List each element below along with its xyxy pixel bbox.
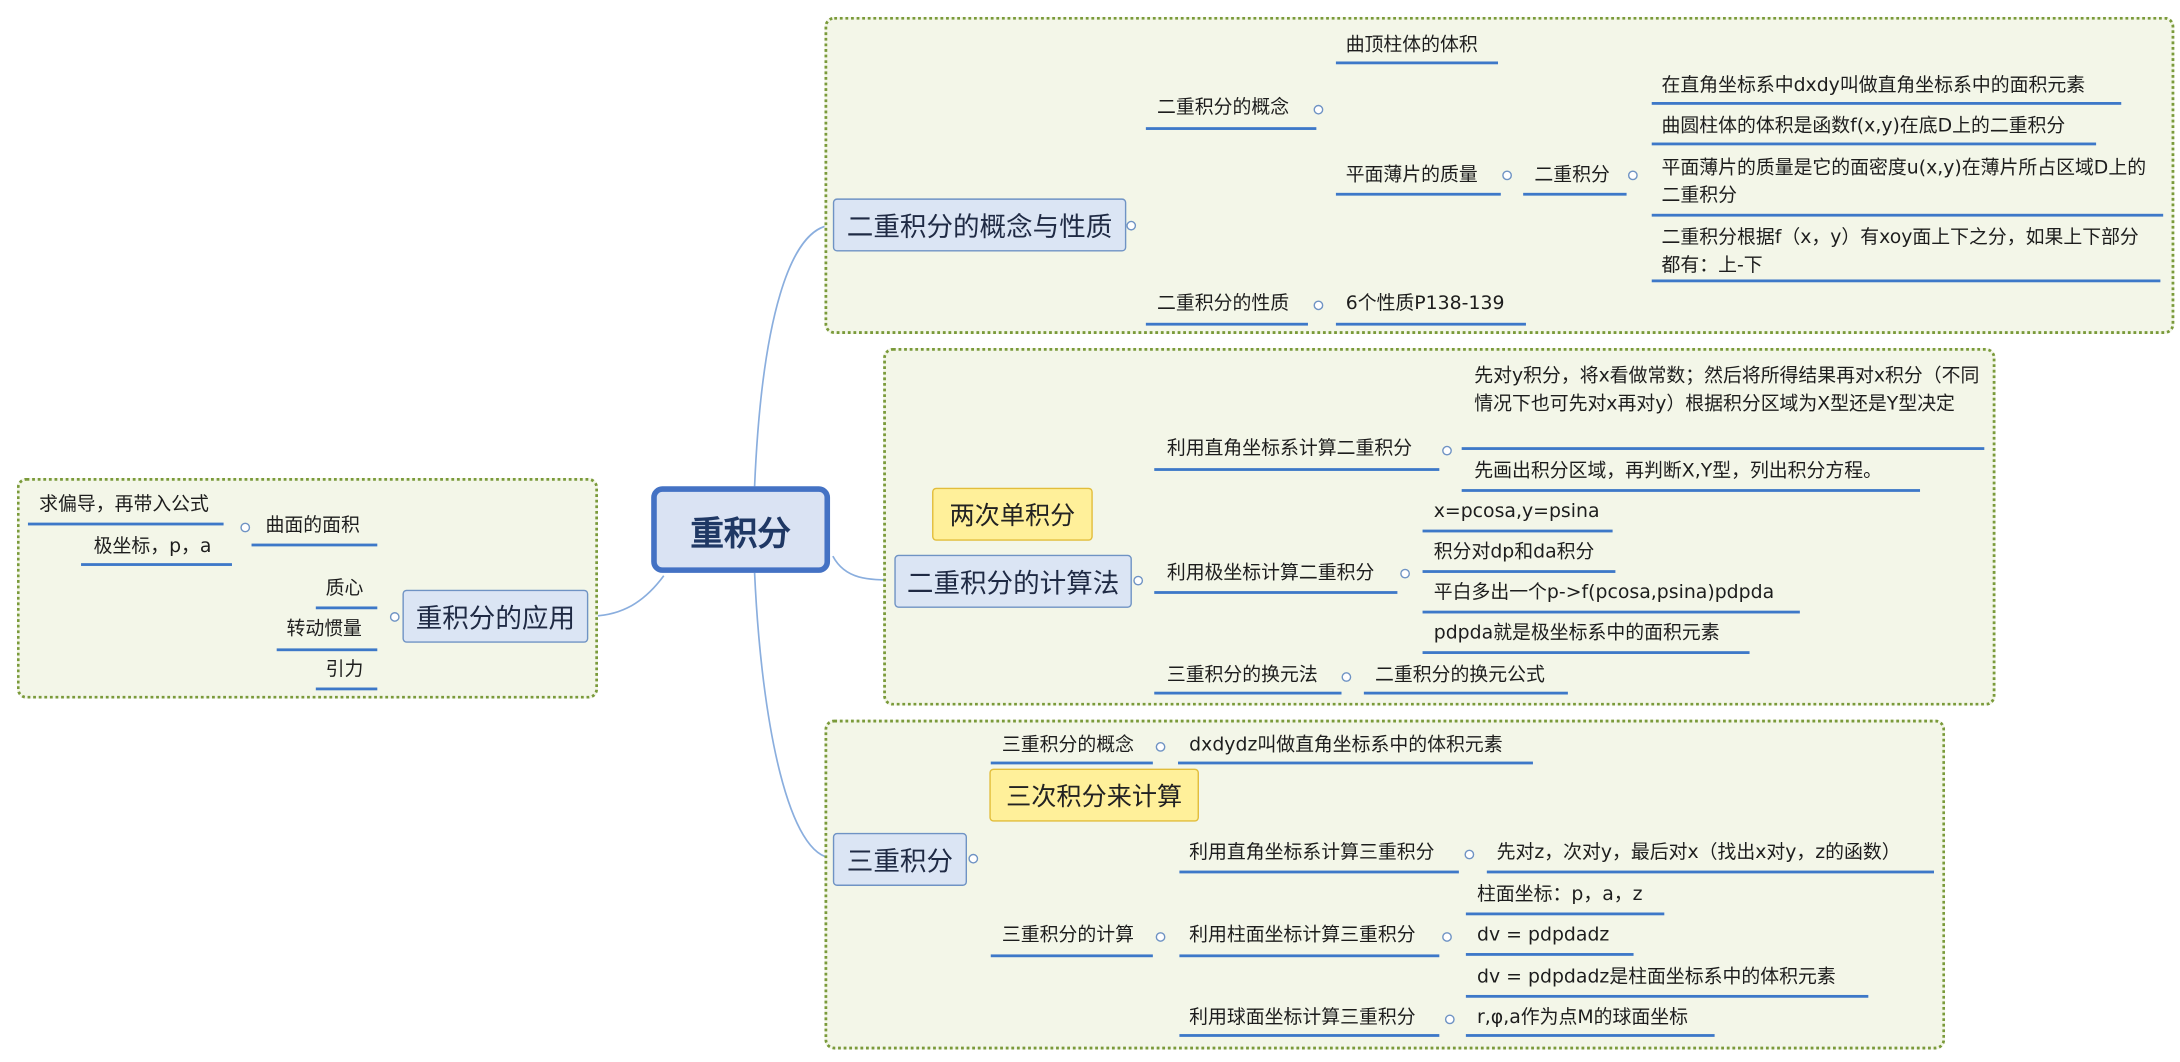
collapse-dot[interactable] bbox=[1502, 170, 1512, 181]
collapse-dot[interactable] bbox=[1341, 672, 1352, 682]
triple-concept-value[interactable]: dxdydz叫做直角坐标系中的体积元素 bbox=[1189, 733, 1503, 756]
underline bbox=[251, 543, 378, 547]
collapse-dot[interactable] bbox=[1155, 742, 1166, 752]
underline bbox=[1179, 954, 1440, 958]
collapse-dot[interactable] bbox=[1442, 932, 1452, 942]
collapse-dot[interactable] bbox=[1126, 220, 1137, 231]
collapse-dot[interactable] bbox=[1400, 568, 1410, 579]
concept-note[interactable]: 二重积分根据f（x，y）有xoy面上下之分，如果上下部分都有：上-下 bbox=[1661, 226, 2139, 277]
underline bbox=[1651, 279, 2161, 283]
surface-area-label[interactable]: 曲面的面积 bbox=[265, 514, 360, 537]
callout-two-single-integrals[interactable]: 两次单积分 bbox=[932, 487, 1093, 541]
property-value[interactable]: 6个性质P138-139 bbox=[1345, 292, 1505, 315]
polar-note[interactable]: x=pcosa,y=psina bbox=[1433, 500, 1600, 523]
collapse-dot[interactable] bbox=[1313, 104, 1324, 115]
underline bbox=[1154, 691, 1342, 695]
triple-concept-label[interactable]: 三重积分的概念 bbox=[1001, 733, 1134, 756]
callout-three-integrals[interactable]: 三次积分来计算 bbox=[989, 768, 1199, 822]
rect-coord-note[interactable]: 先对y积分，将x看做常数；然后将所得结果再对x积分（不同情况下也可先对x再对y）… bbox=[1474, 364, 1980, 416]
underline bbox=[1651, 142, 2097, 146]
polar-label[interactable]: 利用极坐标计算二重积分 bbox=[1166, 561, 1375, 585]
collapse-dot[interactable] bbox=[1155, 932, 1166, 942]
underline bbox=[1154, 468, 1440, 471]
topic-concept-properties[interactable]: 二重积分的概念与性质 bbox=[832, 198, 1127, 252]
underline bbox=[1363, 691, 1568, 695]
underline bbox=[1523, 192, 1627, 196]
topic-triple-integral[interactable]: 三重积分 bbox=[832, 832, 968, 886]
underline bbox=[1465, 1034, 1715, 1037]
underline bbox=[276, 648, 378, 652]
triple-calc-label[interactable]: 三重积分的计算 bbox=[1001, 923, 1134, 947]
substitution-label[interactable]: 三重积分的换元法 bbox=[1166, 663, 1318, 687]
collapse-dot[interactable] bbox=[1464, 849, 1475, 860]
underline bbox=[81, 563, 232, 566]
polar-note[interactable]: pdpda就是极坐标系中的面积元素 bbox=[1433, 621, 1720, 645]
underline bbox=[1486, 870, 1935, 874]
volume-label[interactable]: 曲顶柱体的体积 bbox=[1345, 33, 1478, 56]
underline bbox=[1145, 127, 1317, 130]
underline bbox=[1335, 61, 1499, 65]
sphere-value[interactable]: r,φ,a作为点M的球面坐标 bbox=[1477, 1006, 1689, 1029]
underline bbox=[1465, 953, 1634, 956]
substitution-value[interactable]: 二重积分的换元公式 bbox=[1375, 663, 1545, 687]
rect-coord-note[interactable]: 先画出积分区域，再判断X,Y型，列出积分方程。 bbox=[1474, 459, 1883, 483]
property-label[interactable]: 二重积分的性质 bbox=[1157, 292, 1290, 315]
lamina-mass-label[interactable]: 平面薄片的质量 bbox=[1345, 163, 1478, 186]
underline bbox=[1422, 570, 1616, 573]
underline bbox=[1422, 529, 1613, 533]
partial-derivative-note[interactable]: 求偏导，再带入公式 bbox=[39, 493, 209, 516]
collapse-dot[interactable] bbox=[1442, 445, 1452, 456]
collapse-dot[interactable] bbox=[968, 853, 979, 864]
underline bbox=[1465, 912, 1665, 916]
topic-double-integral-calc[interactable]: 二重积分的计算法 bbox=[894, 554, 1132, 608]
cylinder-note[interactable]: 柱面坐标：p，a，z bbox=[1477, 883, 1643, 906]
underline bbox=[1335, 192, 1501, 196]
cylinder-label[interactable]: 利用柱面坐标计算三重积分 bbox=[1189, 923, 1416, 947]
collapse-dot[interactable] bbox=[1627, 170, 1638, 181]
underline bbox=[1145, 322, 1308, 326]
gravity-label[interactable]: 引力 bbox=[325, 658, 364, 681]
collapse-dot[interactable] bbox=[389, 612, 400, 622]
concept-label[interactable]: 二重积分的概念 bbox=[1157, 96, 1290, 119]
underline bbox=[315, 606, 378, 610]
sphere-label[interactable]: 利用球面坐标计算三重积分 bbox=[1189, 1006, 1416, 1029]
polar-note[interactable]: 平白多出一个p->f(pcosa,psina)pdpda bbox=[1433, 581, 1775, 604]
topic-application[interactable]: 重积分的应用 bbox=[402, 589, 589, 643]
underline bbox=[1179, 1034, 1440, 1037]
rect-coord-label[interactable]: 利用直角坐标系计算二重积分 bbox=[1166, 437, 1413, 460]
underline bbox=[990, 954, 1153, 958]
collapse-dot[interactable] bbox=[240, 522, 251, 533]
centroid-label[interactable]: 质心 bbox=[325, 577, 364, 600]
underline bbox=[1465, 994, 1869, 998]
collapse-dot[interactable] bbox=[1133, 575, 1144, 586]
underline bbox=[1651, 213, 2164, 217]
collapse-dot[interactable] bbox=[1444, 1014, 1455, 1025]
triple-rect-label[interactable]: 利用直角坐标系计算三重积分 bbox=[1189, 841, 1435, 864]
underline bbox=[315, 687, 378, 691]
moment-of-inertia-label[interactable]: 转动惯量 bbox=[286, 617, 362, 641]
underline bbox=[1651, 102, 2122, 105]
polar-note[interactable]: 积分对dp和da积分 bbox=[1433, 540, 1595, 564]
triple-rect-value[interactable]: 先对z，次对y，最后对x（找出x对y，z的函数） bbox=[1496, 841, 1901, 864]
cylinder-note[interactable]: dv = pdpdadz bbox=[1477, 923, 1610, 947]
underline bbox=[1422, 651, 1750, 654]
concept-note[interactable]: 在直角坐标系中dxdy叫做直角坐标系中的面积元素 bbox=[1661, 74, 2086, 97]
double-integral-label[interactable]: 二重积分 bbox=[1534, 163, 1610, 186]
underline bbox=[1154, 591, 1398, 594]
underline bbox=[1422, 610, 1800, 614]
concept-note[interactable]: 曲圆柱体的体积是函数f(x,y)在底D上的二重积分 bbox=[1661, 114, 2066, 137]
underline bbox=[27, 522, 224, 526]
polar-note[interactable]: 极坐标，p，a bbox=[93, 535, 212, 558]
underline bbox=[990, 761, 1153, 765]
underline bbox=[1461, 447, 1985, 450]
concept-note[interactable]: 平面薄片的质量是它的面密度u(x,y)在薄片所占区域D上的二重积分 bbox=[1661, 156, 2147, 207]
underline bbox=[1461, 489, 1921, 492]
underline bbox=[1179, 870, 1459, 874]
collapse-dot[interactable] bbox=[1313, 300, 1324, 311]
region-application bbox=[16, 477, 599, 699]
underline bbox=[1178, 761, 1533, 765]
central-topic[interactable]: 重积分 bbox=[651, 486, 831, 573]
underline bbox=[1335, 322, 1526, 326]
cylinder-note[interactable]: dv = pdpdadz是柱面坐标系中的体积元素 bbox=[1477, 965, 1836, 988]
